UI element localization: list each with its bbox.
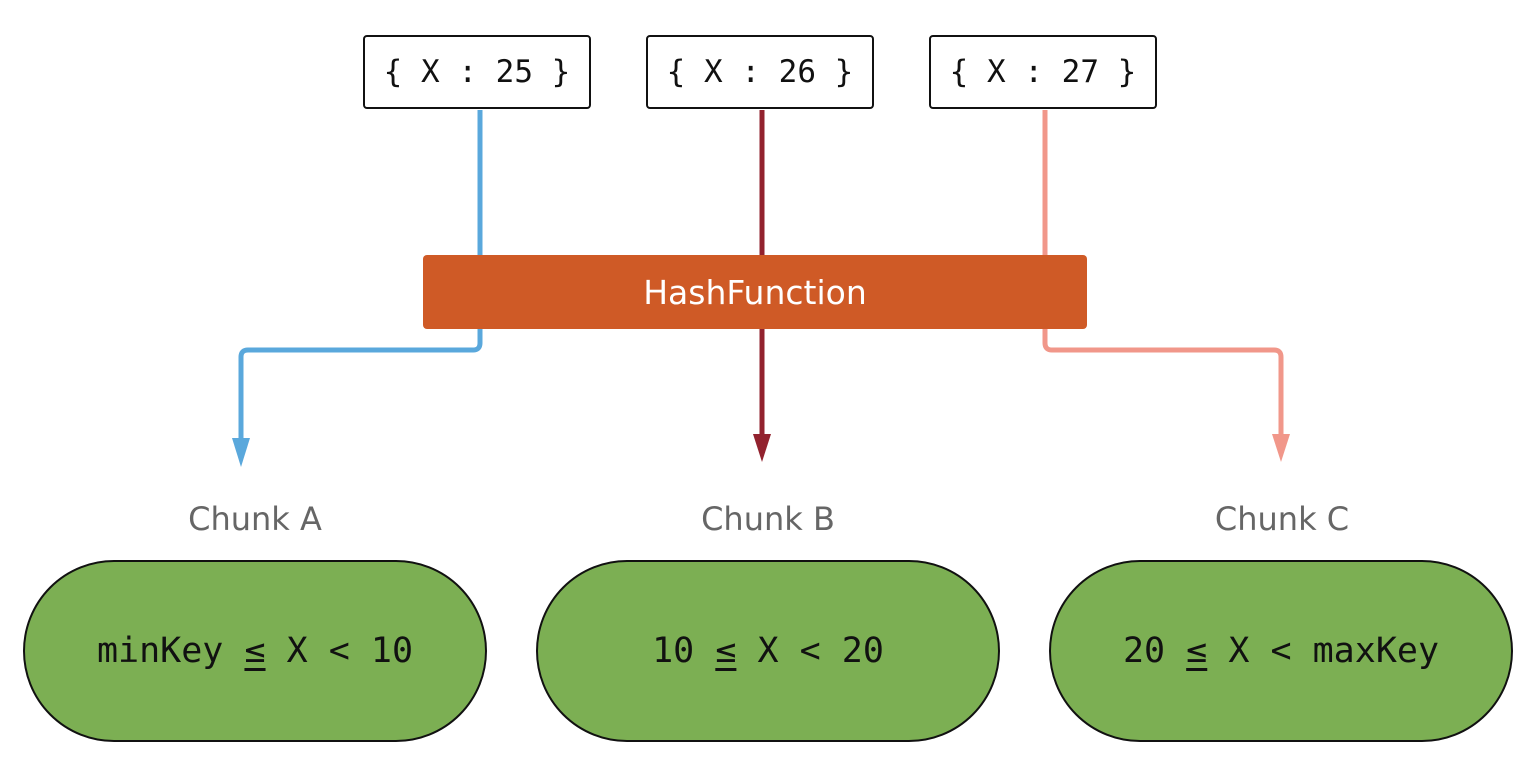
chunk-a-range-prefix: minKey xyxy=(96,631,245,671)
chunk-c-range-operator: ≤ xyxy=(1186,631,1208,671)
chunk-c-range: 20 ≤ X < maxKey xyxy=(1049,560,1513,742)
hash-to-chunk-a-arrow-line xyxy=(238,329,483,440)
document-box-x25: { X : 25 } xyxy=(363,35,591,109)
chunk-a-range-operator: ≤ xyxy=(244,631,266,671)
chunk-c-label: Chunk C xyxy=(1214,500,1350,538)
chunk-b-range-operator: ≤ xyxy=(715,631,737,671)
hash-to-chunk-c-arrow-line xyxy=(1042,329,1284,436)
hash-to-chunk-c-arrowhead xyxy=(1272,434,1290,462)
hash-function-box: HashFunction xyxy=(423,255,1087,329)
chunk-a-range-suffix: X < 10 xyxy=(265,631,414,671)
chunk-a-range: minKey ≤ X < 10 xyxy=(23,560,487,742)
chunk-c-range-suffix: X < maxKey xyxy=(1207,631,1440,671)
chunk-b-range-prefix: 10 xyxy=(652,631,716,671)
chunk-c-range-prefix: 20 xyxy=(1122,631,1187,671)
document-box-x27: { X : 27 } xyxy=(929,35,1157,109)
chunk-a-label: Chunk A xyxy=(188,500,322,538)
chunk-b-range-suffix: X < 20 xyxy=(736,631,884,671)
chunk-b-range: 10 ≤ X < 20 xyxy=(536,560,1000,742)
chunk-b-label: Chunk B xyxy=(701,500,835,538)
hash-to-chunk-b-arrowhead xyxy=(753,434,771,462)
document-box-x26: { X : 26 } xyxy=(646,35,874,109)
hash-to-chunk-a-arrowhead xyxy=(232,438,250,467)
